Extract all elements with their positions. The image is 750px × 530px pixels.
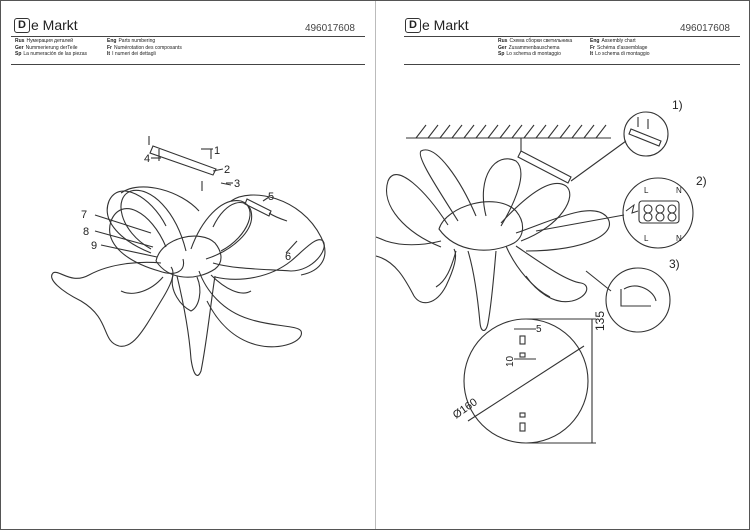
lang-text: Numérotation des composants bbox=[114, 44, 182, 51]
connector-block bbox=[244, 198, 272, 217]
arm-loop bbox=[515, 210, 610, 252]
lang-code: Rus bbox=[15, 38, 25, 44]
mounting-bar bbox=[149, 145, 217, 176]
canopy bbox=[155, 235, 222, 278]
lang-text: I numeri dei dettagli bbox=[112, 51, 156, 58]
detail-circle-3 bbox=[605, 267, 671, 333]
step-label: 1) bbox=[672, 98, 683, 112]
arm-loop bbox=[500, 182, 571, 242]
long-arm bbox=[51, 261, 174, 347]
part-number: 3 bbox=[234, 178, 240, 190]
dimension-bracket: 10 bbox=[505, 355, 516, 367]
long-arm bbox=[505, 245, 551, 298]
wire-label-live: L bbox=[644, 186, 649, 195]
wire-label-neutral: N bbox=[676, 186, 682, 195]
part-number: 7 bbox=[81, 209, 87, 221]
arm-loop bbox=[120, 189, 187, 252]
article-number: 496017608 bbox=[679, 23, 730, 34]
lang-code: Rus bbox=[498, 38, 508, 44]
lang-text: Zusammenbauschema bbox=[508, 44, 560, 51]
brand-logo: D e Markt bbox=[14, 17, 78, 33]
long-arm bbox=[198, 270, 302, 348]
lang-code: Ger bbox=[15, 44, 24, 51]
arm-loop bbox=[482, 158, 522, 227]
part-number: 5 bbox=[268, 191, 274, 203]
ceiling-hatch bbox=[415, 124, 607, 139]
part-number: 1 bbox=[214, 145, 220, 157]
logo-mark: D bbox=[14, 17, 30, 33]
lang-code: It bbox=[590, 51, 594, 58]
arm-loop bbox=[109, 208, 185, 274]
logo-mark: D bbox=[405, 17, 421, 33]
lang-text: Схема сборки светильника bbox=[509, 38, 573, 44]
parts-drawing: 1 2 3 4 5 6 7 8 9 bbox=[51, 136, 326, 376]
lang-code: Eng bbox=[590, 38, 600, 44]
part-number: 2 bbox=[224, 164, 230, 176]
part-number: 8 bbox=[83, 226, 89, 238]
lower-arm bbox=[435, 250, 457, 288]
wire-label-live: L bbox=[644, 234, 649, 243]
part-number: 6 bbox=[285, 251, 291, 263]
lang-text: La numeración de las piezas bbox=[23, 51, 88, 58]
lang-text: Nummerierung derTeile bbox=[25, 44, 78, 51]
arm-loop bbox=[419, 149, 477, 222]
lang-text: Lo schema di montaggio bbox=[595, 51, 650, 58]
lang-code: Sp bbox=[15, 51, 22, 58]
article-number: 496017608 bbox=[304, 23, 355, 34]
dimension-circle bbox=[463, 318, 589, 444]
lang-code: Fr bbox=[107, 44, 112, 51]
long-arm bbox=[467, 250, 497, 332]
mounting-bar bbox=[517, 150, 572, 184]
lang-code: Fr bbox=[590, 44, 595, 51]
header-rule bbox=[404, 36, 740, 37]
detail-circle-1 bbox=[623, 111, 669, 157]
lang-code: Ger bbox=[498, 44, 507, 51]
canopy bbox=[438, 201, 524, 251]
lang-text: Нумерация деталей bbox=[26, 38, 74, 44]
outer-loop bbox=[120, 186, 200, 212]
long-arm bbox=[515, 245, 588, 303]
lang-text: Schéma d'assemblage bbox=[597, 44, 648, 51]
lower-arm bbox=[171, 274, 201, 312]
header-rule bbox=[11, 64, 365, 65]
lang-code: It bbox=[107, 51, 111, 58]
lang-text: Assembly chart bbox=[601, 38, 636, 44]
long-arm bbox=[376, 236, 457, 304]
arm-loop bbox=[205, 202, 253, 260]
lang-text: Lo schema di montaggio bbox=[506, 51, 561, 58]
lang-code: Sp bbox=[498, 51, 505, 58]
long-arm bbox=[176, 275, 216, 376]
logo-text: e Markt bbox=[31, 17, 78, 33]
logo-text: e Markt bbox=[422, 17, 469, 33]
arm-loop bbox=[386, 174, 449, 248]
part-number: 4 bbox=[144, 153, 150, 165]
outer-loop bbox=[230, 194, 326, 276]
assembly-drawing: 1) 2) 3) L N L N 135 5 10 Ø160 bbox=[376, 98, 707, 444]
header-rule bbox=[11, 36, 365, 37]
brand-logo: D e Markt bbox=[405, 17, 469, 33]
arm-loop bbox=[190, 200, 251, 252]
sheet-divider bbox=[375, 1, 376, 529]
lang-text: Parts numbering bbox=[118, 38, 156, 44]
lower-arm bbox=[210, 274, 252, 294]
detail-circle-2 bbox=[622, 177, 694, 249]
dimension-height: 135 bbox=[593, 311, 607, 331]
step-label: 3) bbox=[669, 257, 680, 271]
lang-code: Eng bbox=[107, 38, 117, 44]
part-number: 9 bbox=[91, 240, 97, 252]
lower-arm bbox=[120, 276, 164, 294]
header-rule bbox=[404, 64, 740, 65]
dimension-offset: 5 bbox=[536, 324, 542, 335]
wire-label-neutral: N bbox=[676, 234, 682, 243]
step-label: 2) bbox=[696, 174, 707, 188]
